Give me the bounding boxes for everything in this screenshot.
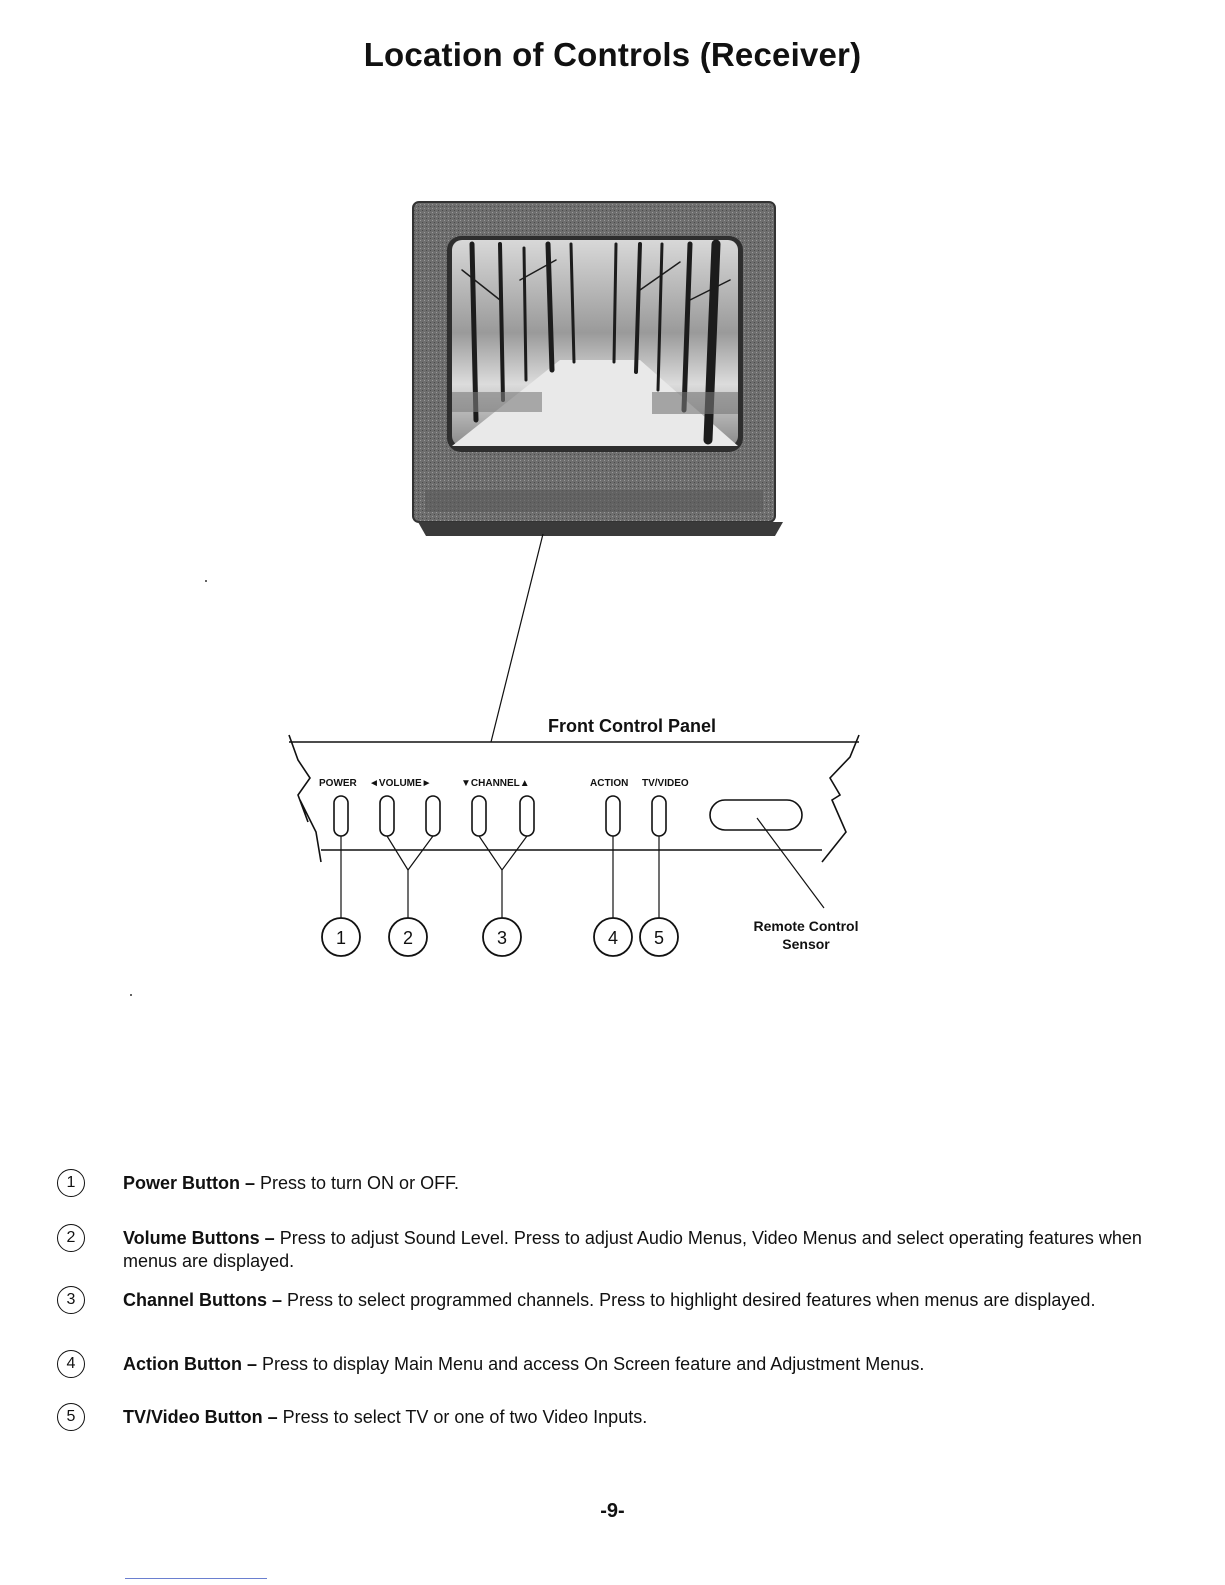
power-button[interactable] [333, 795, 349, 837]
action-button[interactable] [605, 795, 621, 837]
sensor-label-line1: Remote Control [754, 918, 859, 934]
callout-2-circle [388, 917, 428, 957]
callout-5: 5 [654, 928, 664, 948]
description-title: TV/Video Button – [123, 1407, 278, 1427]
callout-3: 3 [497, 928, 507, 948]
callout-1: 1 [336, 928, 346, 948]
description-body: Press to select programmed channels. Pre… [282, 1290, 1096, 1310]
description-channel: 3 Channel Buttons – Press to select prog… [57, 1286, 1177, 1338]
channel-up-button[interactable] [519, 795, 535, 837]
description-title: Channel Buttons – [123, 1290, 283, 1310]
volume-down-button[interactable] [379, 795, 395, 837]
controls-diagram: Front Control Panel POWER ◄VOLUME► ▼CHAN… [130, 201, 860, 996]
callout-4-circle [593, 917, 633, 957]
callout-4: 4 [608, 928, 618, 948]
page-title: Location of Controls (Receiver) [363, 36, 862, 73]
description-title: Action Button – [123, 1354, 257, 1374]
callout-1-circle [321, 917, 361, 957]
power-label: POWER [319, 778, 358, 789]
sensor-label-line2: Sensor [782, 936, 830, 952]
description-body: Press to display Main Menu and access On… [256, 1354, 925, 1374]
front-control-panel-title: Front Control Panel [548, 716, 716, 736]
tv-front-control-strip [425, 490, 763, 512]
callout-2: 2 [403, 928, 413, 948]
television-illustration [412, 201, 783, 536]
tv-screen-road [452, 360, 738, 446]
action-label: ACTION [590, 778, 628, 789]
callout-3-circle [482, 917, 522, 957]
description-body: Press to select TV or one of two Video I… [277, 1407, 648, 1427]
description-number: 2 [57, 1224, 85, 1252]
callout-5-circle [639, 917, 679, 957]
description-body: Press to turn ON or OFF. [255, 1173, 460, 1193]
description-volume: 2 Volume Buttons – Press to adjust Sound… [57, 1224, 1177, 1276]
tv-video-button[interactable] [651, 795, 667, 837]
footer-rule [125, 1578, 267, 1579]
description-number: 4 [57, 1350, 85, 1378]
callout-markers: 1 2 3 4 5 [321, 917, 679, 957]
tv-base [418, 522, 783, 536]
description-number: 5 [57, 1403, 85, 1431]
description-body: Press to adjust Sound Level. Press to ad… [123, 1228, 1142, 1271]
description-number: 1 [57, 1169, 85, 1197]
channel-down-button[interactable] [471, 795, 487, 837]
description-action: 4 Action Button – Press to display Main … [57, 1350, 1177, 1402]
front-control-panel-outline [288, 734, 860, 863]
description-title: Power Button – [123, 1173, 256, 1193]
description-tv-video: 5 TV/Video Button – Press to select TV o… [57, 1403, 1177, 1455]
volume-up-button[interactable] [425, 795, 441, 837]
description-power: 1 Power Button – Press to turn ON or OFF… [57, 1169, 1177, 1221]
remote-control-sensor [709, 799, 803, 831]
volume-label: ◄VOLUME► [369, 778, 432, 789]
panel-leader-line [490, 533, 544, 743]
description-number: 3 [57, 1286, 85, 1314]
tv-video-label: TV/VIDEO [642, 778, 689, 789]
channel-label: ▼CHANNEL▲ [461, 778, 530, 789]
description-title: Volume Buttons – [123, 1228, 275, 1248]
page-number: -9- [600, 1500, 625, 1522]
